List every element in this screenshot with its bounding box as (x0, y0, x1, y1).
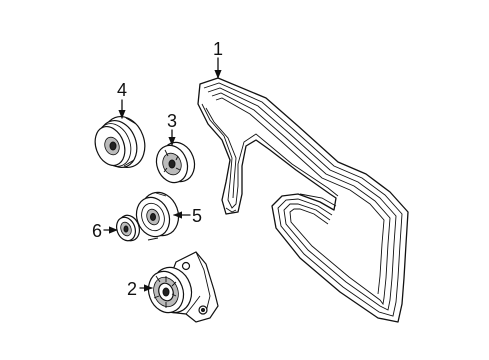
serpentine-belt (197, 77, 409, 323)
callout-leaders (103, 57, 222, 292)
upper-idler-pulley (155, 141, 196, 184)
callout-6: 6 (92, 221, 102, 241)
belt-tensioner-assembly (147, 251, 219, 323)
callout-3: 3 (167, 111, 177, 131)
lower-idler-pulley (135, 191, 180, 241)
grooved-idler-pulley (94, 116, 146, 168)
callout-2: 2 (127, 279, 137, 299)
callout-5: 5 (192, 206, 202, 226)
small-idler-pulley (115, 214, 140, 242)
callout-1: 1 (213, 39, 223, 59)
callout-4: 4 (117, 80, 127, 100)
